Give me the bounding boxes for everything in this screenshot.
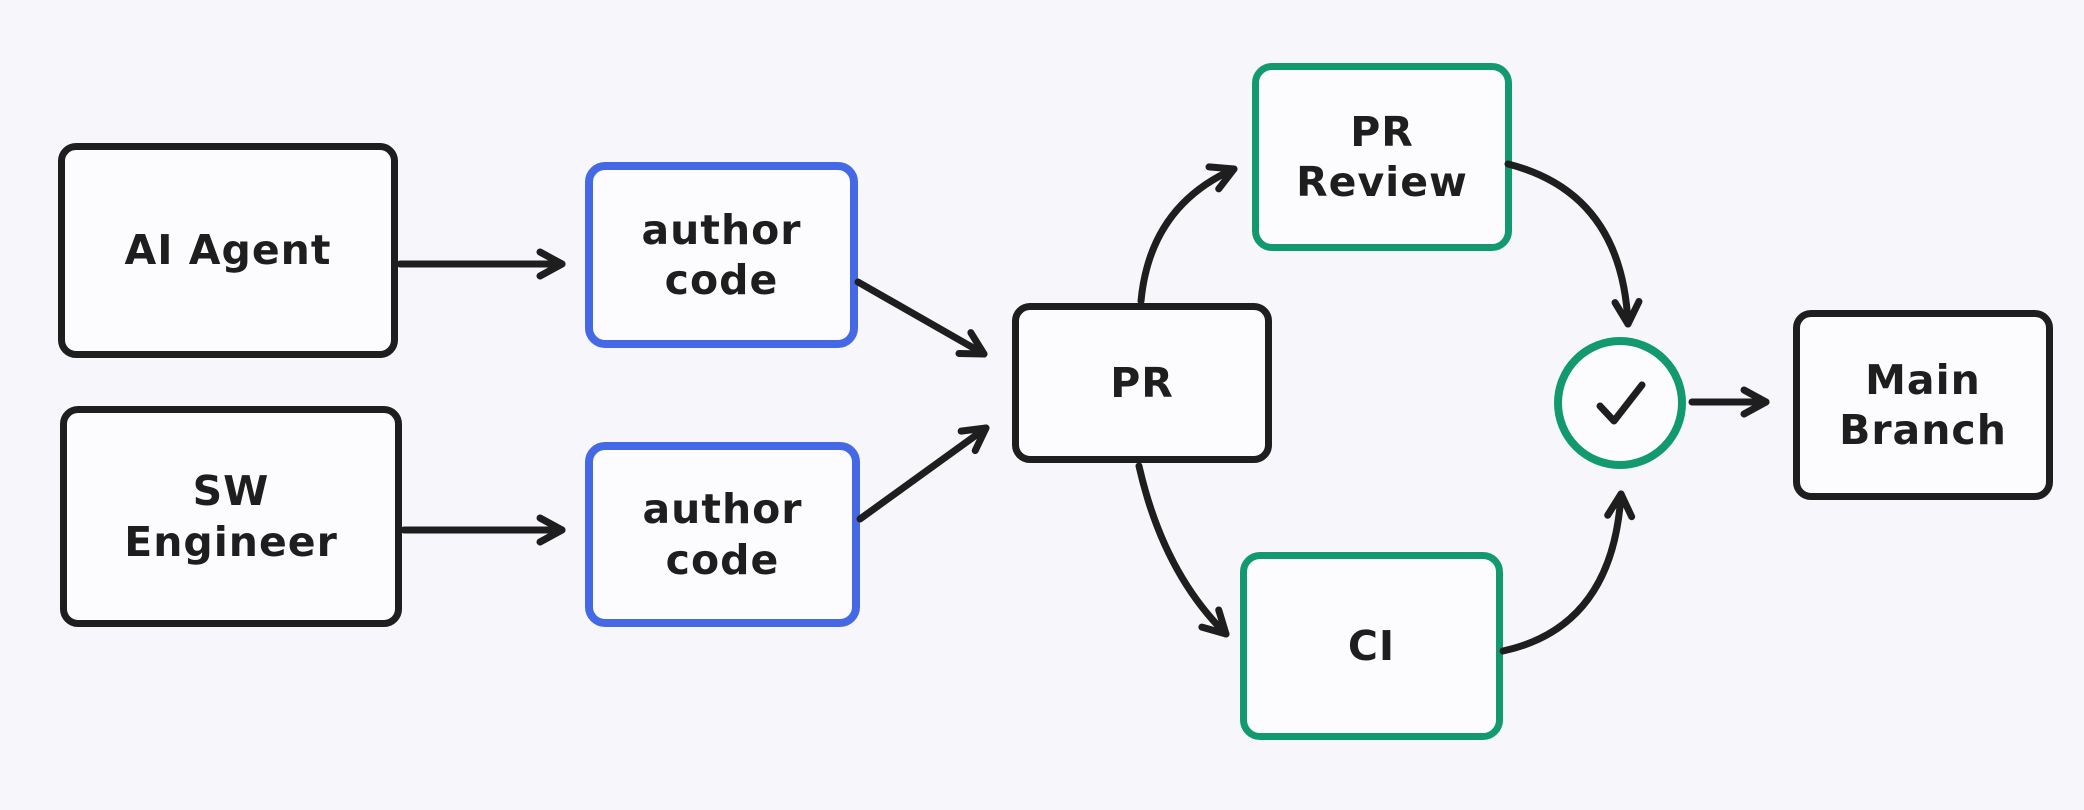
node-approval-check <box>1554 337 1686 469</box>
arrow-pr-to-pr-review <box>1137 163 1238 305</box>
node-sw-engineer-label: SW Engineer <box>124 467 338 566</box>
node-main-branch-label: Main Branch <box>1839 355 2007 454</box>
node-author-code-top: author code <box>585 162 858 348</box>
node-ci-label: CI <box>1347 621 1396 670</box>
arrow-ci-to-check <box>1499 490 1636 655</box>
node-pr-review-label: PR Review <box>1296 107 1468 206</box>
node-pr-label: PR <box>1110 358 1174 407</box>
arrow-pr-review-to-check <box>1504 160 1643 328</box>
node-ai-agent-label: AI Agent <box>124 226 332 275</box>
node-main-branch: Main Branch <box>1793 310 2053 500</box>
checkmark-icon <box>1596 381 1646 425</box>
node-author-code-bottom-label: author code <box>642 485 803 584</box>
node-author-code-top-label: author code <box>641 205 802 304</box>
arrow-pr-to-ci <box>1135 462 1230 638</box>
node-ci: CI <box>1240 552 1503 740</box>
node-pr: PR <box>1012 303 1272 463</box>
node-ai-agent: AI Agent <box>58 143 398 358</box>
arrow-author-code-bottom-to-pr <box>856 424 990 523</box>
node-pr-review: PR Review <box>1252 63 1512 251</box>
node-author-code-bottom: author code <box>585 442 860 627</box>
node-sw-engineer: SW Engineer <box>60 406 402 627</box>
arrow-author-code-top-to-pr <box>854 278 988 358</box>
